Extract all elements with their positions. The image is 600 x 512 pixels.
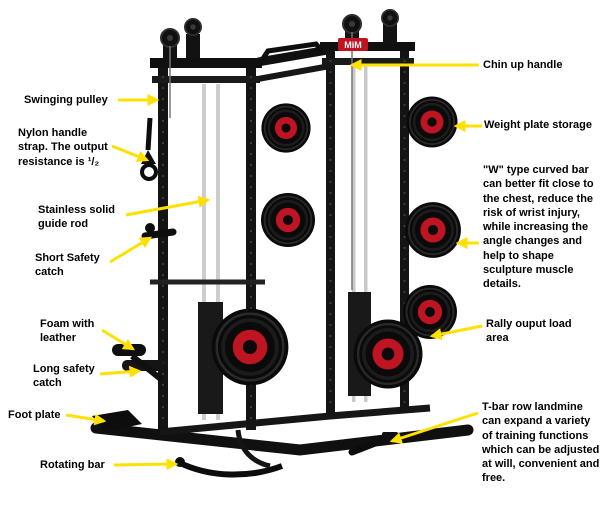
label-foot-plate: Foot plate xyxy=(8,409,61,421)
label-weight-storage: Weight plate storage xyxy=(484,119,592,131)
callout-line-rotating-bar xyxy=(113,458,179,471)
label-foam-leather: Foam with leather xyxy=(40,318,95,345)
callout-line-t-bar xyxy=(389,411,479,444)
label-chin-up: Chin up handle xyxy=(483,59,563,71)
base-frame xyxy=(90,422,474,456)
callout-line-long-safety xyxy=(99,365,142,378)
top-beam-lower xyxy=(251,63,331,83)
label-stainless-rod: Stainless solid guide rod xyxy=(38,204,116,231)
label-nylon-handle: Nylon handle strap. The output resistanc… xyxy=(18,127,108,168)
callout-line-stainless-rod xyxy=(125,195,211,217)
label-swinging-pulley: Swinging pulley xyxy=(24,94,108,106)
callout-line-foot-plate xyxy=(65,413,107,426)
top-beam xyxy=(257,45,329,67)
callout-line-nylon-handle xyxy=(111,144,150,163)
chin-up-handle xyxy=(259,41,324,62)
brand-logo: MiM xyxy=(338,38,368,51)
short-safety-catch xyxy=(141,223,177,240)
callout-line-foam xyxy=(101,328,136,351)
label-short-safety: Short Safety catch xyxy=(35,252,100,279)
guide-rod-rear xyxy=(352,66,356,402)
callout-line-rally xyxy=(429,324,483,341)
callout-line-short-safety xyxy=(109,236,153,264)
base-crossbar xyxy=(159,404,431,436)
guide-rod-front xyxy=(202,84,206,420)
label-rally-area: Rally ouput load area xyxy=(486,318,572,345)
brand-logo-text: MiM xyxy=(344,40,362,50)
label-t-bar: T-bar row landmine can expand a variety … xyxy=(482,401,600,485)
label-long-safety: Long safety catch xyxy=(33,363,95,390)
label-rotating-bar: Rotating bar xyxy=(40,459,105,471)
label-w-type: "W" type curved bar can better fit close… xyxy=(483,164,594,291)
